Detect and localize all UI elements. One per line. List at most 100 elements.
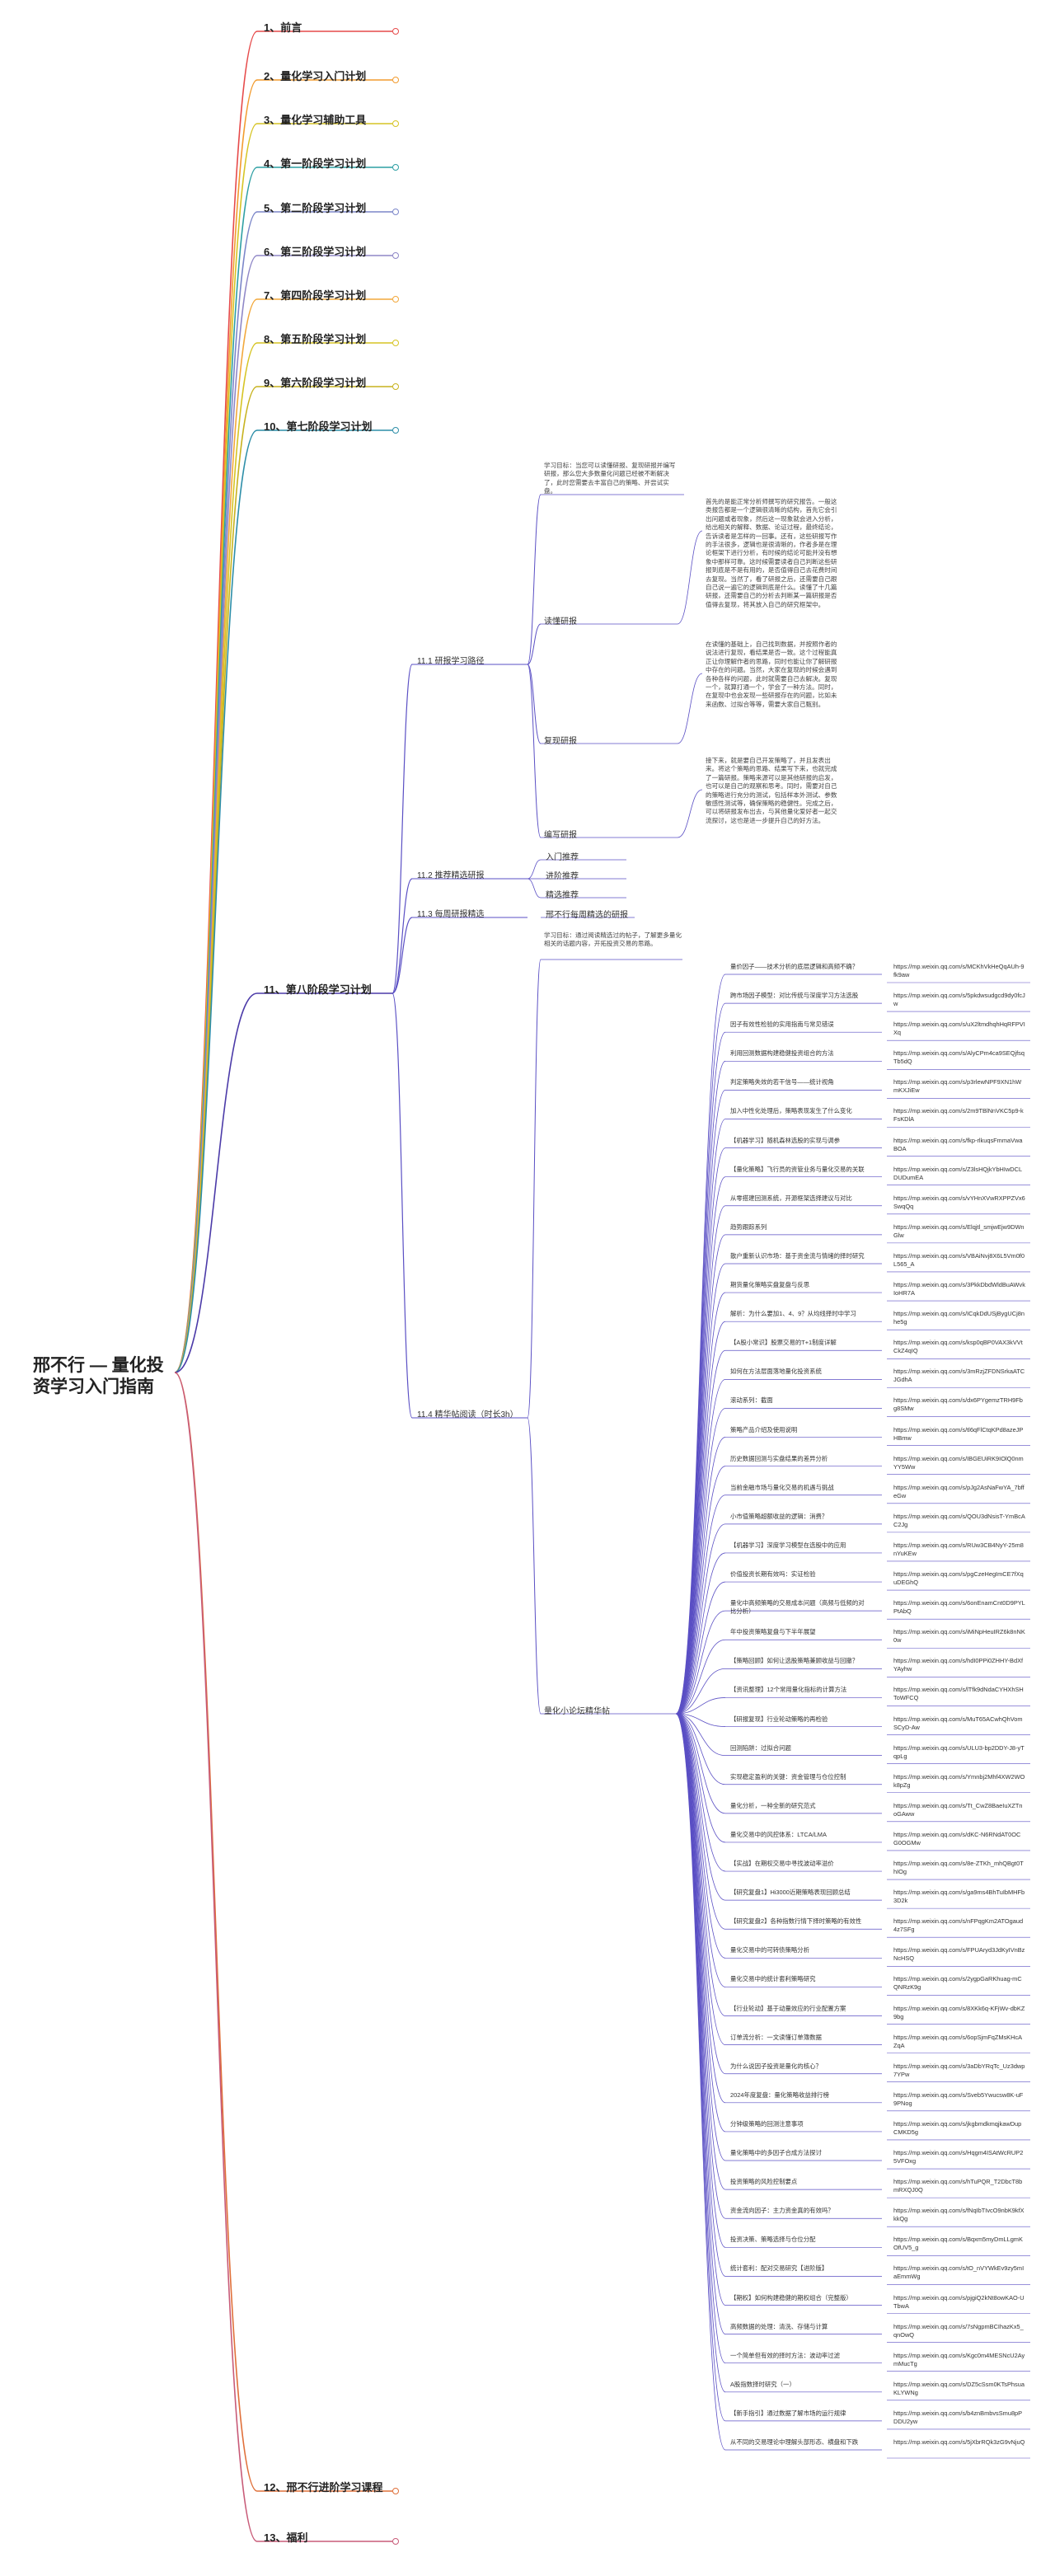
article-link: https://mp.weixin.qq.com/s/3aDbYRqTc_Uz3…	[893, 2062, 1025, 2078]
article-link: https://mp.weixin.qq.com/s/dx6PYgemzTRH9…	[893, 1396, 1023, 1413]
link-article	[675, 1713, 726, 1872]
collapse-toggle-icon[interactable]	[392, 77, 399, 83]
article-title: 【资讯整理】12个常用量化指标的计算方法	[730, 1686, 847, 1694]
article-title: 跨市场因子模型：对比传统与深度学习方法选股	[730, 992, 859, 1000]
chapter-12: 12、邢不行进阶学习课程	[264, 2481, 383, 2494]
collapse-toggle-icon[interactable]	[392, 120, 399, 127]
article-link: https://mp.weixin.qq.com/s/Sveb5Ywucsw8K…	[893, 2090, 1024, 2107]
link-article	[675, 1713, 726, 1757]
link-article	[675, 1713, 726, 1959]
collapse-toggle-icon[interactable]	[392, 427, 399, 434]
article-link: https://mp.weixin.qq.com/s/Hqgm4ISAtWcRU…	[893, 2149, 1024, 2165]
recommend-item: 进阶推荐	[546, 872, 579, 881]
link-article	[675, 1713, 726, 2046]
article-title: 如何在方法层面落地量化投资系统	[730, 1368, 822, 1376]
article-link: https://mp.weixin.qq.com/s/ksp0qBP0VAX3k…	[893, 1339, 1023, 1355]
article-title: 回测陷阱：过拟合问题	[730, 1743, 791, 1752]
article-link: https://mp.weixin.qq.com/s/Elqjtl_smjwEj…	[893, 1222, 1025, 1239]
link-article	[675, 1292, 726, 1715]
link-article	[675, 1713, 726, 2190]
link-article	[675, 1713, 726, 1930]
article-link: https://mp.weixin.qq.com/s/5jXbrRQk3zG9v…	[893, 2438, 1025, 2446]
collapse-toggle-icon[interactable]	[392, 252, 399, 259]
collapse-toggle-icon[interactable]	[392, 28, 399, 35]
article-link: https://mp.weixin.qq.com/s/7sNgpmBCIhazK…	[893, 2322, 1024, 2339]
article-link: https://mp.weixin.qq.com/s/p3rlewNPF9XN1…	[893, 1078, 1022, 1095]
article-title: 为什么说因子投资是量化的核心？	[730, 2062, 822, 2070]
link-11-1-intro	[527, 494, 542, 665]
article-link: https://mp.weixin.qq.com/s/Kgc0m4MESNcU2…	[893, 2351, 1025, 2367]
collapse-toggle-icon[interactable]	[392, 296, 399, 303]
article-link: https://mp.weixin.qq.com/s/dKC-N6RNdAT0O…	[893, 1830, 1021, 1846]
link-article	[675, 1119, 726, 1715]
research-step-text: 首先的是能正常分析师撰写的研究报告。一般这类报告都是一个逻辑很清晰的结构，首先它…	[706, 498, 837, 608]
link-article	[675, 1437, 726, 1715]
link-research-step	[527, 623, 542, 665]
link-11-2	[392, 878, 413, 994]
article-title: 从不同的交易理论中理解头部形态、横盘和下跌	[730, 2438, 859, 2446]
link-article	[675, 1713, 726, 2016]
collapse-toggle-icon[interactable]	[392, 209, 399, 215]
collapse-toggle-icon[interactable]	[392, 2488, 399, 2494]
link-article	[675, 1408, 726, 1715]
article-link: https://mp.weixin.qq.com/s/pgCzeHegImCE7…	[893, 1570, 1024, 1587]
article-title: 量价因子——技术分析的底层逻辑和高频不确？	[730, 963, 859, 970]
link-root-chapter	[174, 992, 258, 1373]
article-title: 【量化策略】飞行员的资管业务与量化交易的关联	[730, 1165, 865, 1173]
link-article	[675, 1466, 726, 1715]
article-title: 期货量化策略实盘复盘与反思	[730, 1281, 810, 1289]
link-article	[675, 1147, 726, 1715]
link-recommend-item	[527, 859, 542, 880]
weekly-desc: 邢不行每周精选的研报	[546, 911, 628, 920]
link-article	[675, 1697, 726, 1715]
chapter-13: 13、福利	[264, 2531, 308, 2544]
link-article	[675, 1349, 726, 1715]
link-article	[675, 1031, 726, 1715]
article-title: 投资策略的风险控制要点	[730, 2178, 798, 2186]
article-link: https://mp.weixin.qq.com/s/vYHnXVwRXPPZV…	[893, 1194, 1025, 1210]
link-article	[675, 1713, 726, 2451]
article-link: https://mp.weixin.qq.com/s/pJg2AsNaFwYA_…	[893, 1483, 1025, 1499]
article-link: https://mp.weixin.qq.com/s/hTuPQR_T2DbcT…	[893, 2178, 1023, 2194]
article-title: 趋势跟踪系列	[730, 1222, 767, 1231]
article-link: https://mp.weixin.qq.com/s/MuT65ACwhQhVo…	[893, 1715, 1023, 1731]
link-recommend-item	[527, 878, 542, 899]
research-step-label: 读懂研报	[544, 617, 577, 626]
link-11-4-intro	[527, 959, 542, 1419]
collapse-toggle-icon[interactable]	[392, 164, 399, 171]
link-article	[675, 1263, 726, 1715]
link-article	[675, 1713, 726, 2161]
collapse-toggle-icon[interactable]	[392, 2538, 399, 2545]
chapter-1: 1、前言	[264, 21, 302, 34]
article-title: 量化策略中的多因子合成方法探讨	[730, 2149, 822, 2157]
article-title: 策略产品介绍及使用说明	[730, 1425, 798, 1433]
article-title: 一个简单但有效的择时方法：波动率过滤	[730, 2351, 841, 2359]
article-title: 【策略回顾】如何让选股策略兼顾收益与回撤？	[730, 1657, 859, 1665]
link-article	[675, 1321, 726, 1715]
root-title: 邢不行 — 量化投资学习入门指南	[33, 1356, 164, 1396]
article-link: https://mp.weixin.qq.com/s/ga9ms4BhTuIbM…	[893, 1889, 1025, 1905]
link-article	[675, 1639, 726, 1715]
section-11-1: 11.1 研报学习路径	[417, 657, 485, 666]
article-link: https://mp.weixin.qq.com/s/6opSjmFqZMsKH…	[893, 2033, 1023, 2049]
article-title: 历史数据回测与实盘结果的差异分析	[730, 1454, 828, 1462]
article-link: https://mp.weixin.qq.com/s/Tt_CwZ8BaeIuX…	[893, 1801, 1023, 1818]
research-step-label: 复现研报	[544, 737, 577, 746]
article-title: 量化分析，一种全新的研究范式	[730, 1801, 816, 1809]
article-link: https://mp.weixin.qq.com/s/ICqkDdUSjBygU…	[893, 1310, 1025, 1326]
collapse-toggle-icon[interactable]	[392, 340, 399, 346]
link-article	[675, 1713, 726, 2277]
article-link: https://mp.weixin.qq.com/s/DZ5cSsm0KTsPh…	[893, 2380, 1025, 2396]
link-article	[675, 1552, 726, 1715]
article-title: 从零搭建回测系统，开源框架选择建议与对比	[730, 1194, 852, 1202]
section-11-4: 11.4 精华帖阅读（时长3h）	[417, 1410, 518, 1419]
collapse-toggle-icon[interactable]	[392, 383, 399, 390]
link-root-chapter	[174, 211, 258, 1373]
chapter-4: 4、第一阶段学习计划	[264, 157, 367, 170]
article-link: https://mp.weixin.qq.com/s/iMiNpHeuIRZ6k…	[893, 1628, 1025, 1645]
article-title: 量化交易中的风控体系：LTCA/LMA	[730, 1830, 827, 1838]
chapter-3: 3、量化学习辅助工具	[264, 114, 367, 126]
article-title: 资金流向因子：主力资金真的有效吗？	[730, 2207, 834, 2215]
link-11-1	[392, 664, 413, 994]
link-article	[675, 1378, 726, 1715]
